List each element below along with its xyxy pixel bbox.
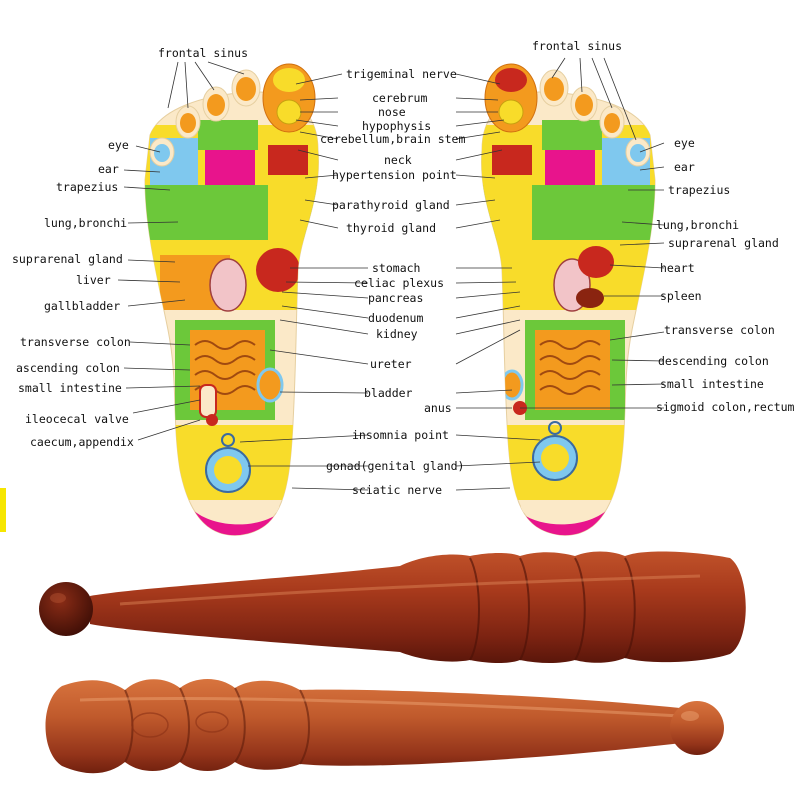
label-parathyroid-gland: parathyroid gland bbox=[332, 198, 450, 212]
label-right-ear: ear bbox=[674, 160, 695, 174]
label-left-ileocecal-valve: ileocecal valve bbox=[25, 412, 129, 426]
label-ureter: ureter bbox=[370, 357, 412, 371]
label-thyroid-gland: thyroid gland bbox=[346, 221, 437, 235]
label-left-gallbladder: gallbladder bbox=[44, 299, 121, 313]
label-left-trapezius: trapezius bbox=[56, 180, 119, 194]
right-foot-toes bbox=[484, 63, 651, 167]
label-cerebrum: cerebrum bbox=[372, 91, 428, 105]
label-anus: anus bbox=[424, 401, 452, 415]
label-left-eye: eye bbox=[108, 138, 129, 152]
left-foot bbox=[144, 63, 319, 536]
label-bladder: bladder bbox=[364, 386, 413, 400]
label-right-descending-colon: descending colon bbox=[658, 354, 769, 368]
label-right-sigmoid-colon-rectum: sigmoid colon,rectum bbox=[656, 400, 795, 414]
label-left-ear: ear bbox=[98, 162, 119, 176]
massage-stick-2 bbox=[45, 679, 724, 774]
label-right-lung-bronchi: lung,bronchi bbox=[656, 218, 740, 232]
label-left-ascending-colon: ascending colon bbox=[16, 361, 120, 375]
label-left-suprarenal-gland: suprarenal gland bbox=[12, 252, 123, 266]
label-duodenum: duodenum bbox=[368, 311, 424, 325]
label-trigeminal-nerve: trigeminal nerve bbox=[346, 67, 457, 81]
label-right-spleen: spleen bbox=[660, 289, 702, 303]
label-nose: nose bbox=[378, 105, 406, 119]
label-kidney: kidney bbox=[376, 327, 418, 341]
massage-stick-1 bbox=[39, 551, 746, 663]
label-sciatic-nerve: sciatic nerve bbox=[352, 483, 443, 497]
label-neck: neck bbox=[384, 153, 412, 167]
label-hypophysis: hypophysis bbox=[362, 119, 432, 133]
label-left-caecum-appendix: caecum,appendix bbox=[30, 435, 134, 449]
label-left-transverse-colon: transverse colon bbox=[20, 335, 131, 349]
label-cerebellum-brain-stem: cerebellum,brain stem bbox=[320, 132, 466, 146]
left-foot-toes bbox=[149, 63, 316, 167]
leader-lines bbox=[117, 57, 665, 491]
label-left-frontal-sinus: frontal sinus bbox=[158, 46, 249, 60]
label-stomach: stomach bbox=[372, 261, 421, 275]
right-foot bbox=[481, 63, 656, 536]
label-celiac-plexus: celiac plexus bbox=[354, 276, 445, 290]
label-right-eye: eye bbox=[674, 136, 695, 150]
label-left-liver: liver bbox=[76, 273, 111, 287]
label-insomnia-point: insomnia point bbox=[352, 428, 449, 442]
yellow-edge-marker bbox=[0, 488, 6, 532]
label-gonad: gonad(genital gland) bbox=[326, 459, 465, 473]
label-left-small-intestine: small intestine bbox=[18, 381, 122, 395]
label-left-lung-bronchi: lung,bronchi bbox=[44, 216, 128, 230]
label-hypertension-point: hypertension point bbox=[332, 168, 457, 182]
label-right-heart: heart bbox=[660, 261, 695, 275]
label-right-trapezius: trapezius bbox=[668, 183, 731, 197]
label-pancreas: pancreas bbox=[368, 291, 424, 305]
label-right-small-intestine: small intestine bbox=[660, 377, 764, 391]
label-right-frontal-sinus: frontal sinus bbox=[532, 39, 623, 53]
label-right-suprarenal-gland: suprarenal gland bbox=[668, 236, 779, 250]
label-right-transverse-colon: transverse colon bbox=[664, 323, 775, 337]
